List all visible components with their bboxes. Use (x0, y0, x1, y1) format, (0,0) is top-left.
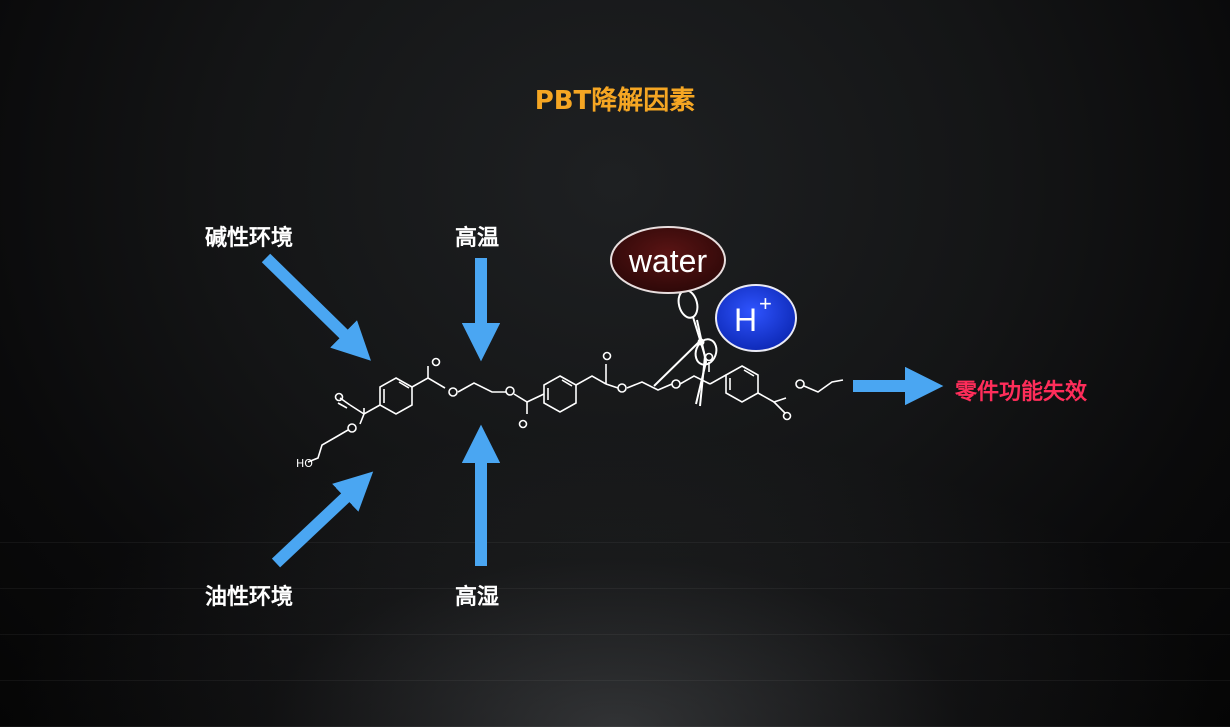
hplus-label: H (734, 302, 757, 338)
hplus-bubble: H + (715, 284, 797, 352)
water-bubble: water (610, 226, 726, 294)
floor-texture (0, 540, 1230, 727)
factor-high-temp: 高温 (455, 226, 500, 251)
factor-oily: 油性环境 (205, 585, 294, 610)
arrow-oily (271, 471, 374, 568)
arrows (261, 253, 944, 568)
result-label: 零件功能失效 (955, 380, 1088, 405)
floor-background (0, 430, 1230, 727)
hplus-superscript: + (759, 291, 772, 316)
factor-high-humidity: 高湿 (455, 585, 500, 610)
arrow-alkaline (261, 253, 371, 361)
factor-alkaline: 碱性环境 (205, 226, 294, 251)
page-title: PBT降解因素 (534, 86, 696, 116)
scissors-icon (653, 289, 718, 407)
hydroxyl-label: HO (296, 457, 313, 470)
pbt-molecule (307, 351, 844, 463)
water-label: water (628, 243, 708, 279)
